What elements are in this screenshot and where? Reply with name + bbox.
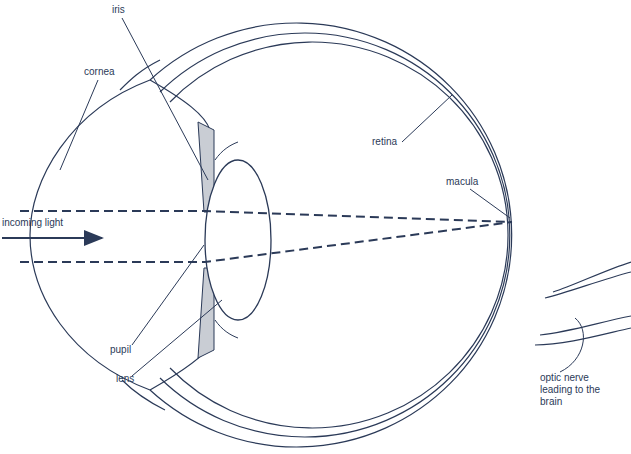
optic-nerve-outline bbox=[540, 316, 631, 335]
lens-shape bbox=[205, 160, 271, 320]
eyelid-line bbox=[120, 60, 160, 90]
sclera-outline bbox=[150, 23, 512, 447]
leader-line bbox=[470, 189, 510, 218]
cornea-outline bbox=[30, 80, 150, 390]
part-label: cornea bbox=[84, 66, 115, 78]
choroid-outline bbox=[160, 33, 510, 437]
optic-nerve-outline bbox=[545, 272, 631, 298]
retina-outline bbox=[170, 42, 508, 428]
part-label: retina bbox=[372, 136, 397, 148]
light-ray bbox=[20, 211, 512, 222]
leader-line bbox=[60, 80, 98, 170]
part-label: optic nerve leading to the brain bbox=[540, 372, 604, 408]
lens-ligament bbox=[215, 320, 238, 338]
part-label: macula bbox=[446, 176, 478, 188]
part-label: pupil bbox=[110, 344, 131, 356]
light-ray bbox=[20, 222, 512, 262]
part-label: incoming light bbox=[2, 217, 63, 229]
leader-line bbox=[132, 245, 204, 345]
leader-line bbox=[402, 95, 452, 142]
part-label: lens bbox=[116, 373, 134, 385]
leader-line bbox=[560, 318, 583, 372]
part-label: iris bbox=[112, 4, 125, 16]
leader-line bbox=[122, 18, 208, 180]
optic-nerve-outline bbox=[553, 262, 631, 292]
leader-line bbox=[132, 300, 222, 376]
lens-ligament bbox=[215, 142, 238, 160]
light-arrow bbox=[2, 237, 102, 239]
